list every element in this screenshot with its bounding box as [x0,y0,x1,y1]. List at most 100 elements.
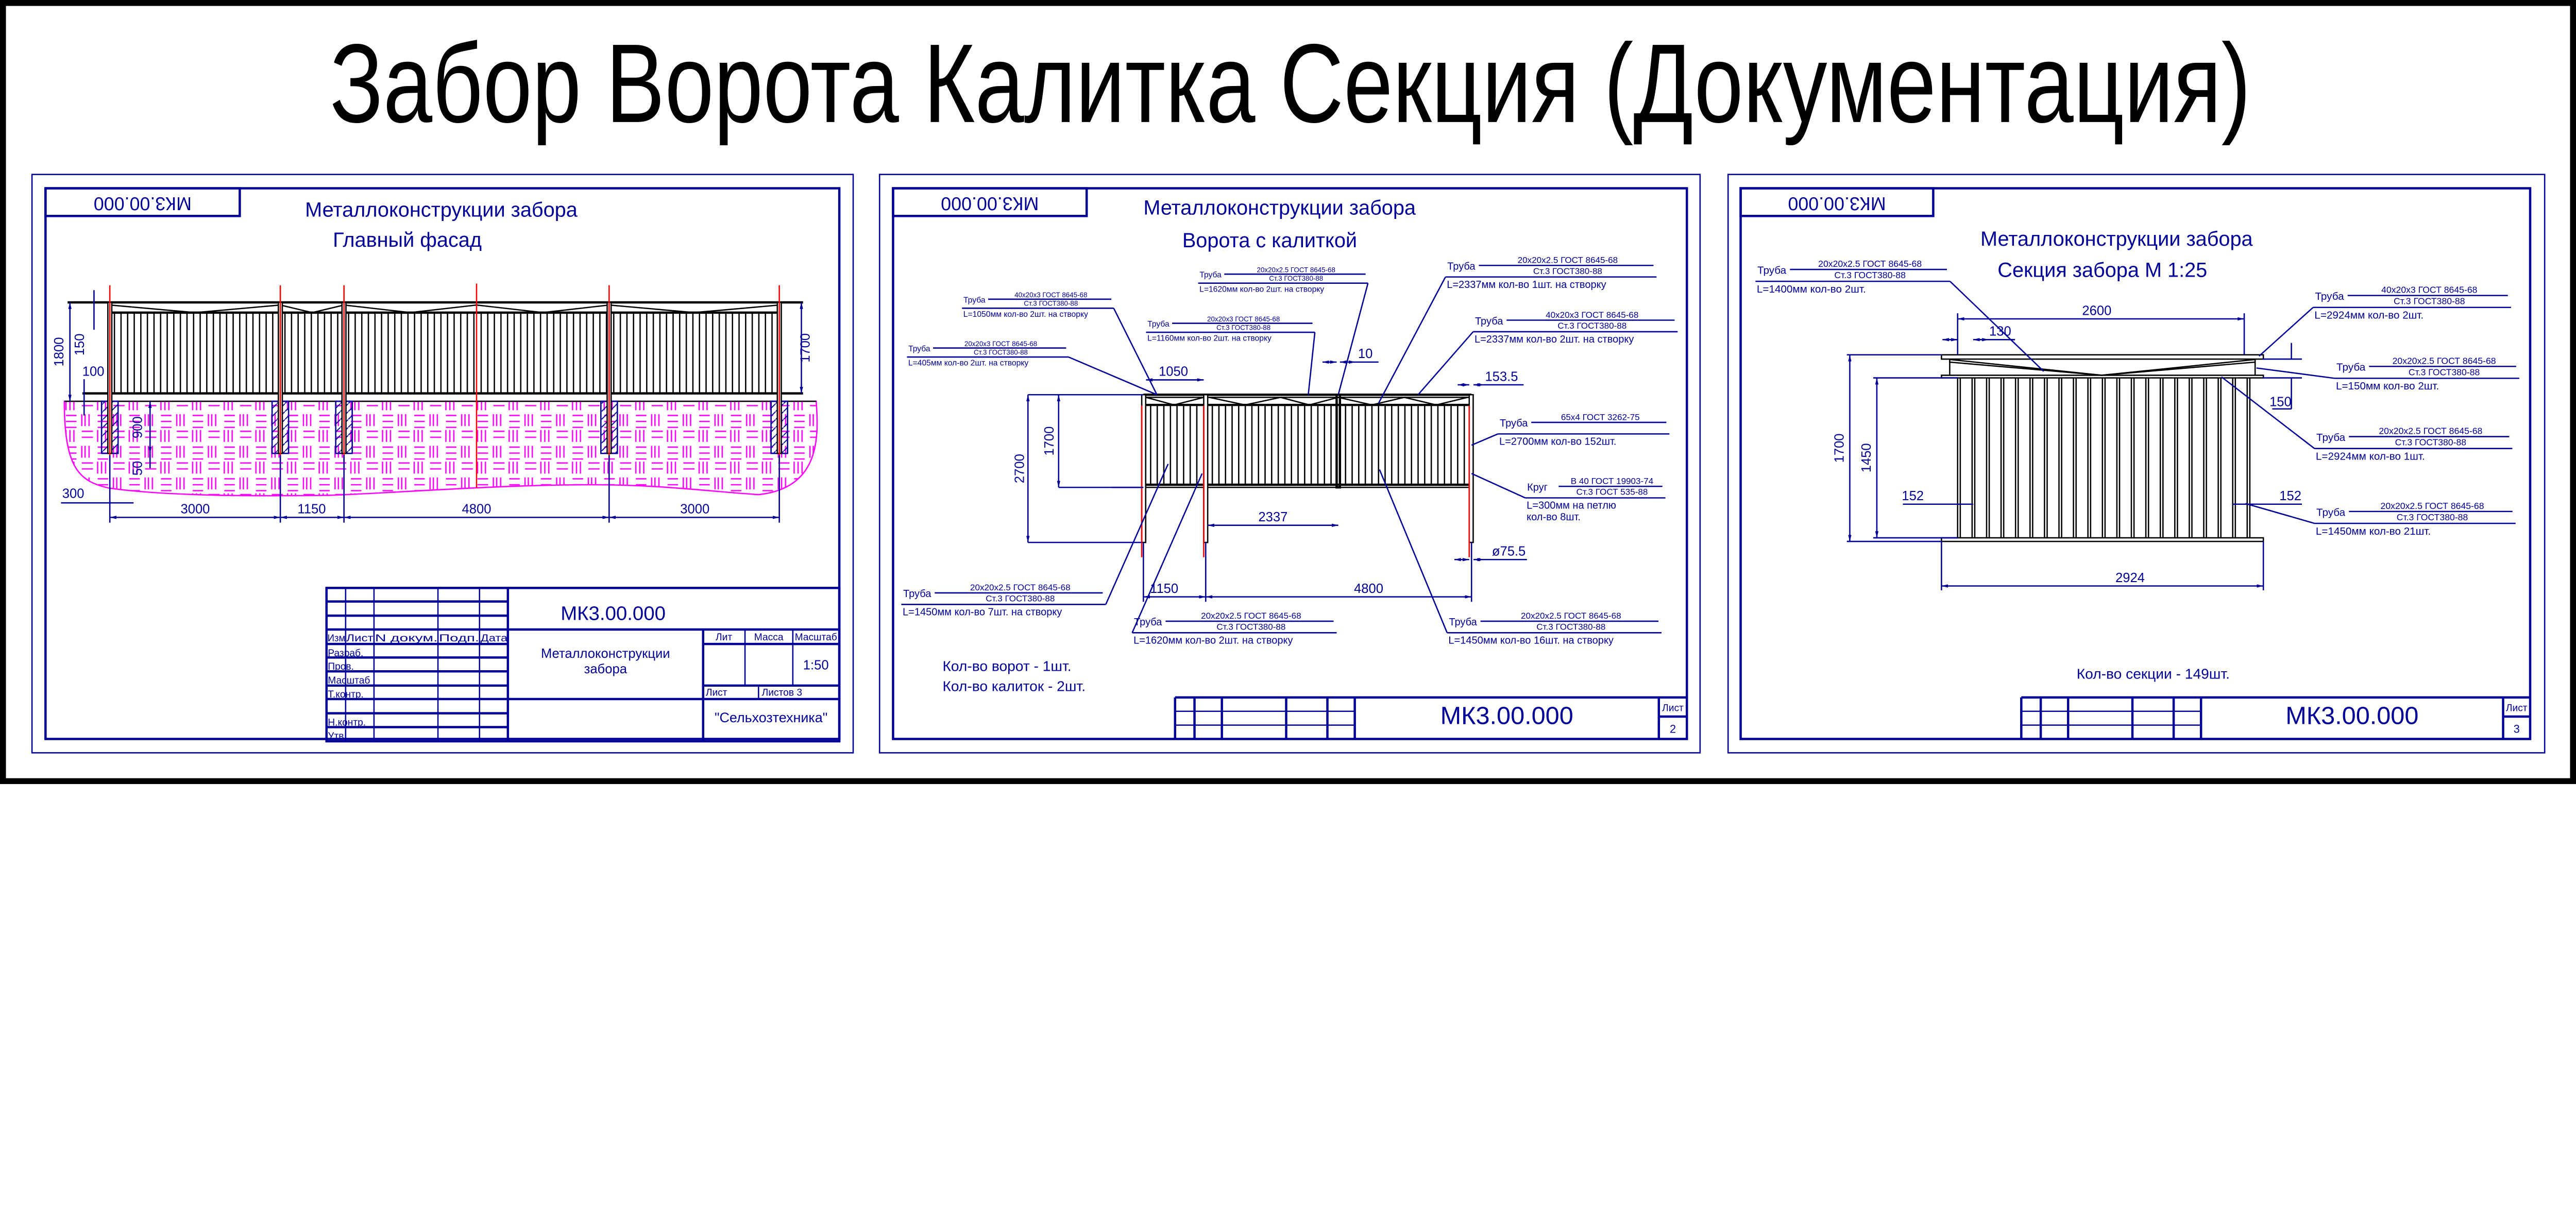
dim-post-diameter: ø75.5 [1492,545,1526,559]
dim-100: 100 [82,365,105,379]
callout-leader-line [2256,367,2335,379]
callout-part-name: Труба [2316,432,2346,444]
gate-truss [1209,397,1468,406]
sheet-label: Лист [1662,703,1684,714]
sheet-1-outer-frame [31,174,854,754]
callout-spec: 40х20х3 ГОСТ 8645-68 [1546,310,1638,320]
callout-length: L=1400мм кол-во 2шт. [1757,283,1866,295]
section-top-rail [1941,354,2264,360]
callout-material: Ст.3 ГОСТ380-88 [2395,437,2467,448]
title-block-code: МК3.00.000 [1440,702,1573,730]
callout-part-name: Труба [1449,617,1477,628]
callout-leader-line [1113,308,1158,395]
callout-material: Ст.3 ГОСТ380-88 [1216,622,1285,632]
title-block-header: Лист [346,633,374,644]
drawing-name: забора [584,662,628,676]
sheet-title: Металлоконструкции забора [1980,228,2253,250]
callout-leader-line [1417,331,1474,396]
drawing-name: Металлоконструкции [541,646,670,661]
callout-spec: В 40 ГОСТ 19903-74 [1571,476,1653,486]
note-gate-count: Кол-во ворот - 1шт. [942,658,1071,674]
callout-material: Ст.3 ГОСТ380-88 [1269,275,1323,282]
sheet-2-inner-frame [892,187,1688,740]
callout-part-name: Труба [1447,261,1476,273]
sheets-count-label: Листов 3 [762,688,802,699]
drawing-sheet-canvas: Забор Ворота Калитка Секция (Документаци… [0,0,2576,785]
callout-spec: 20х20х2.5 ГОСТ 8645-68 [970,583,1071,592]
callout-length: L=2924мм кол-во 2шт. [2314,310,2424,321]
callout-material: Ст.3 ГОСТ380-88 [974,348,1028,356]
callout-spec: 20х20х2.5 ГОСТ 8645-68 [2379,426,2482,436]
callout-spec: 20х20х2.5 ГОСТ 8645-68 [1201,611,1301,621]
callout-leader-line [1068,356,1158,396]
organization-name: "Сельхозтехника" [715,710,827,725]
callout-length: L=1450мм кол-во 16шт. на створку [1448,635,1614,646]
sheet-number: 2 [1670,722,1676,735]
dim-2600: 2600 [2082,303,2111,318]
callout-material: Ст.3 ГОСТ380-88 [1536,622,1605,632]
title-block-role: Т.контр. [328,689,364,700]
title-block-header: Дата [481,633,508,644]
code-stamp-box [44,187,241,217]
dim-4800: 4800 [462,502,492,517]
dim-3000: 3000 [180,502,210,517]
dim-300: 300 [62,487,84,501]
dim-2700: 2700 [1013,454,1027,483]
title-block-code: МК3.00.000 [561,602,666,624]
callout-length: L=1450мм кол-во 21шт. [2316,525,2431,537]
ground-hatch-area [63,400,818,497]
callout-part-name: Круг [1527,482,1548,493]
dim-1800: 1800 [52,337,66,367]
scale-label: Масштаб [795,632,837,643]
dim-152-left: 152 [1902,489,1924,503]
truss-diagonal [344,304,477,314]
callout-length: L=2924мм кол-во 1шт. [2316,451,2425,463]
truss-diagonal [280,304,344,314]
truss-diagonal [110,304,281,314]
callout-part-name: Труба [908,345,930,353]
dim-1450: 1450 [1859,443,1874,472]
callout-length: L=2337мм кол-во 1шт. на створку [1447,279,1606,291]
callout-length: L=1620мм кол-во 2шт. на створку [1199,285,1324,294]
dim-2924: 2924 [2115,571,2145,585]
lit-label: Лит [716,632,732,643]
callout-leader-line [1131,473,1203,633]
callout-leader-line [1471,433,1498,446]
callout-spec: 20х20х2.5 ГОСТ 8645-68 [2393,355,2496,366]
callout-count: кол-во 8шт. [1527,512,1581,523]
callout-material: Ст.3 ГОСТ380-88 [986,593,1055,603]
sheet-3-inner-frame [1739,187,2532,740]
callout-spec: 40х20х3 ГОСТ 8645-68 [2381,285,2477,295]
callout-material: Ст.3 ГОСТ380-88 [2397,512,2468,522]
callout-length: L=150мм кол-во 2шт. [2336,380,2439,392]
code-stamp: МК3.00.000 [1788,193,1886,214]
callout-leader-line [2221,376,2315,449]
callout-leader-line [1379,469,1448,633]
dim-1150: 1150 [297,502,326,517]
truss-diagonal [609,304,779,314]
callout-material: Ст.3 ГОСТ380-88 [1024,300,1078,308]
dim-150: 150 [2269,395,2292,410]
callout-spec: 20х20х2.5 ГОСТ 8645-68 [1521,611,1621,621]
callout-length: L=1050мм кол-во 2шт. на створку [963,310,1088,319]
wicket-truss [1146,397,1204,406]
title-block-role: Разраб. [328,648,363,659]
callout-length: L=2700мм кол-во 152шт. [1499,436,1617,448]
sheet-3-outer-frame [1727,174,2546,754]
title-block-role: Пров. [328,661,354,672]
outer-black-frame [0,0,2576,785]
code-stamp: МК3.00.000 [94,193,192,214]
callout-part-name: Труба [1199,271,1222,280]
callout-leader-line [1471,473,1526,499]
callout-part-name: Труба [2315,291,2344,302]
callout-part-name: Труба [1147,320,1170,329]
title-block-header: N докум. [375,633,438,644]
dim-900: 900 [130,416,145,438]
dim-1050: 1050 [1159,365,1188,379]
callout-length: L=300мм на петлю [1527,500,1616,512]
callout-length: L=1450мм кол-во 7шт. на створку [903,606,1062,618]
note-wicket-count: Кол-во калиток - 2шт. [942,678,1086,694]
